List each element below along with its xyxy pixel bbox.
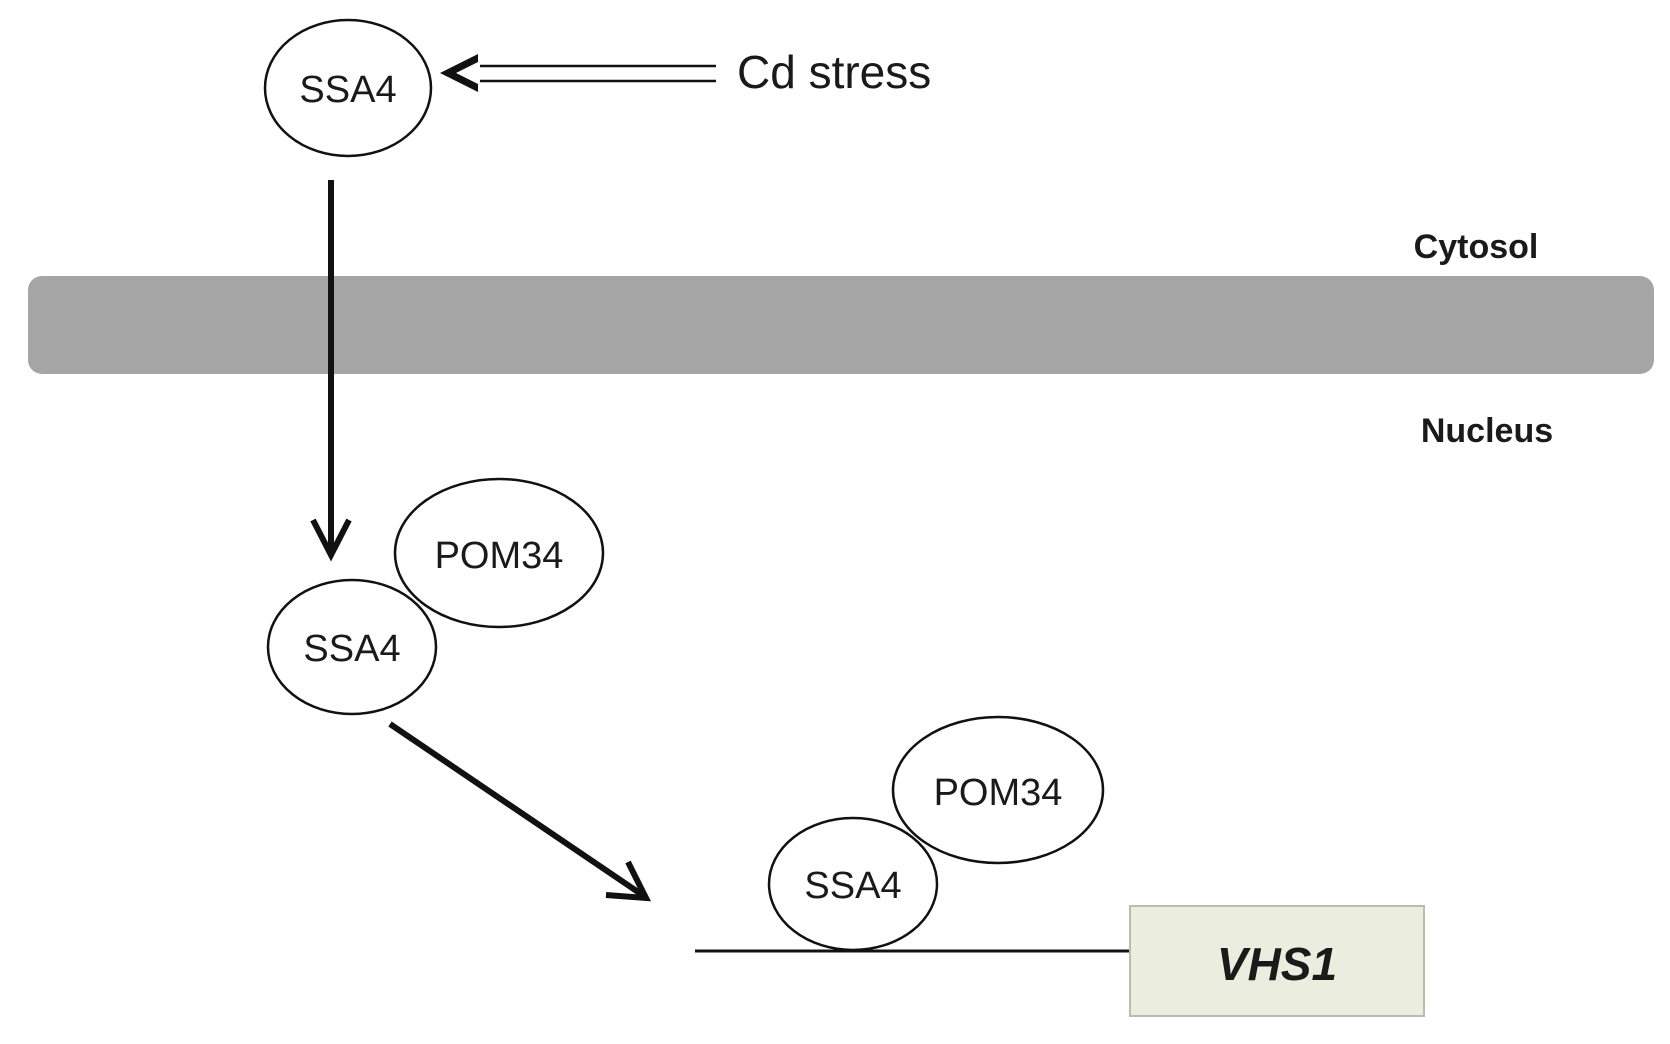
cd-stress-arrow (440, 54, 716, 92)
pom34-complex-label: POM34 (435, 535, 564, 577)
cytosol-label: Cytosol (1414, 228, 1539, 266)
binding-arrow (388, 721, 652, 902)
pom34-bound-node: POM34 (891, 715, 1105, 865)
nucleus-label: Nucleus (1421, 412, 1553, 450)
ssa4-bound-node: SSA4 (767, 816, 939, 952)
ssa4-cytosol-label: SSA4 (299, 69, 396, 111)
vhs1-gene-box (1129, 905, 1425, 1017)
ssa4-complex-label: SSA4 (303, 628, 400, 670)
ssa4-bound-label: SSA4 (804, 865, 901, 907)
cd-stress-label: Cd stress (737, 46, 931, 98)
pom34-bound-label: POM34 (934, 772, 1063, 814)
vhs1-gene-label: VHS1 (1217, 938, 1337, 990)
pom34-complex-node: POM34 (393, 477, 605, 629)
nuclear-membrane (28, 276, 1654, 374)
ssa4-complex-node: SSA4 (266, 578, 438, 716)
ssa4-cytosol-node: SSA4 (263, 18, 433, 158)
translocation-arrow (310, 180, 352, 562)
